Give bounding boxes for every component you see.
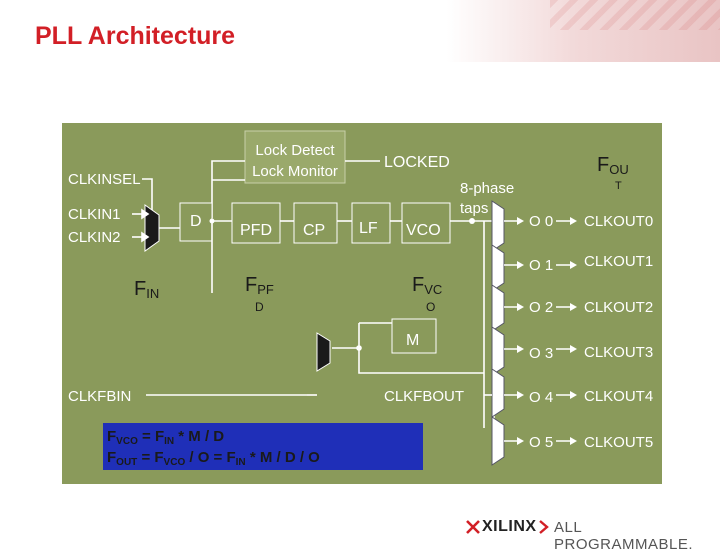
lock-detect-box [244,130,346,184]
f-vc-tail: O [426,300,435,314]
m-divider-block [391,318,437,354]
output-mux-3 [491,326,505,376]
equation-box [103,423,423,470]
clkfbout-label: CLKFBOUT [384,388,464,405]
divider-o0: O 0 [529,213,553,230]
pfd-block [231,202,281,244]
footer-brand: XILINX [482,518,537,535]
divider-o4: O 4 [529,389,553,406]
m-divider-label: M [406,332,419,349]
output-stage-0: O 0 CLKOUT0 [491,200,653,252]
equation-line-2: FOUT = FVCO / O = FIN * M / D / O [107,449,320,468]
clkout1-label: CLKOUT1 [584,253,653,270]
lock-lines [211,160,380,218]
f-vc-label: FVC [412,274,442,297]
f-pf-tail: D [255,300,264,314]
clkinsel-line [142,178,153,211]
output-stage-2: O 2 CLKOUT2 [491,284,653,332]
output-stage-5: O 5 CLKOUT5 [491,416,653,466]
vco-label: VCO [406,222,441,239]
clkout5-label: CLKOUT5 [584,434,653,451]
divider-o2: O 2 [529,299,553,316]
output-stage-1: O 1 CLKOUT1 [491,244,653,292]
d-junction-dot [209,218,215,224]
vco-block [401,202,451,244]
lf-label: LF [359,220,378,237]
cp-label: CP [303,222,325,239]
output-mux-4 [491,368,505,418]
clkin1-label: CLKIN1 [68,206,121,223]
clkout3-label: CLKOUT3 [584,344,653,361]
slide-title: PLL Architecture [35,22,236,50]
output-stages: O 0 CLKOUT0 O 1 CLKOUT1 O 2 CLKOUT2 [491,200,653,466]
chevron-right-icon [539,520,549,534]
clkfbin-label: CLKFBIN [68,388,131,405]
divider-o5: O 5 [529,434,553,451]
output-stage-4: O 4 CLKOUT4 [491,368,653,418]
output-mux-5 [491,416,505,466]
pfd-chain [211,220,472,268]
f-out-label: FOU [597,154,629,177]
output-stage-3: O 3 CLKOUT3 [491,326,653,376]
clkin-lines [132,208,150,243]
feedback-lines [146,268,492,396]
xilinx-x-icon [466,520,480,534]
locked-label: LOCKED [384,154,450,171]
header-stripes [550,0,720,30]
divider-o1: O 1 [529,257,553,274]
clkinsel-label: CLKINSEL [68,171,141,188]
f-pf-label: FPF [245,274,274,297]
clkout4-label: CLKOUT4 [584,388,653,405]
cp-block [293,202,338,244]
output-mux-0 [491,200,505,252]
lock-monitor-label: Lock Monitor [252,163,338,180]
header-band [0,0,720,62]
pfd-label: PFD [240,222,272,239]
clkout0-label: CLKOUT0 [584,213,653,230]
d-divider-label: D [190,213,202,230]
divider-o3: O 3 [529,345,553,362]
clkout2-label: CLKOUT2 [584,299,653,316]
output-mux-2 [491,284,505,332]
eight-phase-label: 8-phase [460,180,514,197]
taps-label: taps [460,200,488,217]
footer-slogan: ALL PROGRAMMABLE. [554,519,694,553]
feedback-mux [316,332,331,372]
clkin2-label: CLKIN2 [68,229,121,246]
lock-detect-label: Lock Detect [255,142,335,159]
equation-line-1: FVCO = FIN * M / D [107,428,224,447]
output-mux-1 [491,244,505,292]
fb-junction-dot [356,345,362,351]
f-out-tail: T [615,180,622,192]
lf-block [351,202,391,244]
xilinx-footer-logo: XILINX ALL PROGRAMMABLE. [466,518,716,553]
pll-diagram: Lock Detect Lock Monitor LOCKED CLKINSEL… [62,123,662,484]
f-in-label: FIN [134,278,159,301]
